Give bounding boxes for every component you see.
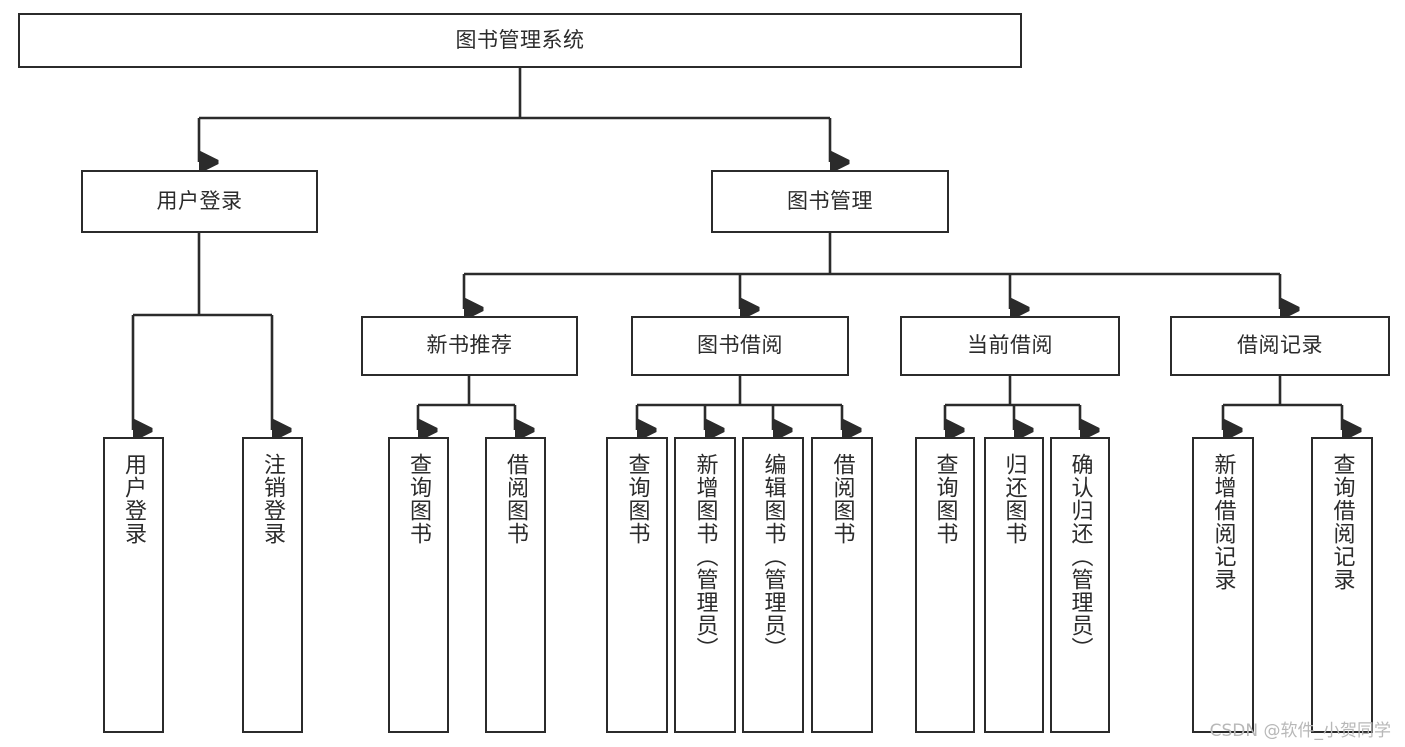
node-label: 图书借阅 [697,333,783,358]
node-leaf-borrow-book-2[interactable]: 借阅图书 [811,437,873,733]
node-leaf-borrow-book-1[interactable]: 借阅图书 [485,437,546,733]
node-new-book-recommend[interactable]: 新书推荐 [361,316,578,376]
node-leaf-confirm-return[interactable]: 确认归还（管理员） [1050,437,1110,733]
node-label: 确认归还（管理员） [1067,453,1093,660]
node-label: 查询图书 [624,453,650,545]
node-user-login[interactable]: 用户登录 [81,170,318,233]
node-book-borrow[interactable]: 图书借阅 [631,316,849,376]
node-label: 用户登录 [156,188,243,213]
node-label: 查询图书 [932,453,958,545]
node-label: 借阅图书 [503,453,529,545]
node-label: 当前借阅 [967,333,1053,358]
node-label: 归还图书 [1001,453,1027,545]
node-label: 新书推荐 [426,333,513,358]
node-leaf-user-login[interactable]: 用户登录 [103,437,164,733]
node-leaf-user-logout[interactable]: 注销登录 [242,437,303,733]
node-leaf-edit-book[interactable]: 编辑图书（管理员） [742,437,804,733]
node-label: 用户登录 [121,453,147,545]
node-label: 图书管理 [787,188,873,213]
node-label: 编辑图书（管理员） [760,453,786,660]
node-leaf-return-book[interactable]: 归还图书 [984,437,1044,733]
node-current-borrow[interactable]: 当前借阅 [900,316,1120,376]
node-label: 借阅记录 [1237,333,1323,358]
node-leaf-query-borrow-record[interactable]: 查询借阅记录 [1311,437,1373,733]
node-leaf-add-book[interactable]: 新增图书（管理员） [674,437,736,733]
node-borrow-record[interactable]: 借阅记录 [1170,316,1390,376]
node-label: 新增借阅记录 [1210,453,1236,591]
node-label: 注销登录 [260,453,286,545]
node-label: 借阅图书 [829,453,855,545]
node-label: 新增图书（管理员） [692,453,718,660]
node-leaf-query-book-3[interactable]: 查询图书 [915,437,975,733]
node-label: 查询借阅记录 [1329,453,1355,591]
node-label: 查询图书 [406,453,432,545]
node-leaf-query-book-2[interactable]: 查询图书 [606,437,668,733]
node-label: 图书管理系统 [455,27,585,52]
node-root-system[interactable]: 图书管理系统 [18,13,1022,68]
node-book-manage[interactable]: 图书管理 [711,170,949,233]
node-leaf-add-borrow-record[interactable]: 新增借阅记录 [1192,437,1254,733]
node-leaf-query-book-1[interactable]: 查询图书 [388,437,449,733]
